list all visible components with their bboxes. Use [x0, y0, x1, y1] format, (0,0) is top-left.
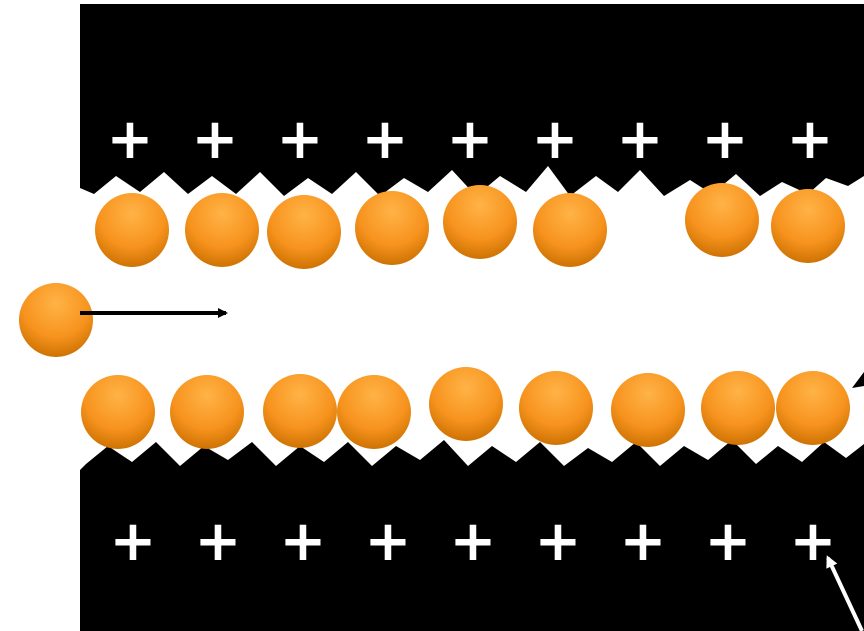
- bottom-plate-charge-6: +: [535, 509, 582, 574]
- top-particle-2: [185, 193, 259, 267]
- top-plate-charge-6: +: [532, 107, 579, 172]
- top-plate-charge-7: +: [617, 107, 664, 172]
- incoming-particle: [19, 283, 93, 357]
- bottom-particle-7: [611, 373, 685, 447]
- bottom-particle-8: [701, 371, 775, 445]
- bottom-plate-charge-2: +: [195, 509, 242, 574]
- bottom-plate-charge-8: +: [705, 509, 752, 574]
- bottom-plate-charge-7: +: [620, 509, 667, 574]
- bottom-plate-charges: +++++++++: [110, 509, 837, 574]
- top-plate-charge-1: +: [107, 107, 154, 172]
- top-particle-6: [533, 193, 607, 267]
- top-plate-charge-5: +: [447, 107, 494, 172]
- top-plate-charge-8: +: [702, 107, 749, 172]
- top-particle-5: [443, 185, 517, 259]
- top-particle-7: [685, 183, 759, 257]
- top-plate-charges: + + + + + + + + +: [107, 107, 834, 172]
- top-plate: + + + + + + + + +: [80, 4, 864, 196]
- bottom-particle-1: [81, 375, 155, 449]
- bottom-particle-9: [776, 371, 850, 445]
- top-plate-charge-9: +: [787, 107, 834, 172]
- pointer-arrow: [826, 555, 864, 631]
- bottom-plate-body: [80, 476, 864, 631]
- top-plate-charge-3: +: [277, 107, 324, 172]
- bottom-plate-charge-1: +: [110, 509, 157, 574]
- top-plate-charge-4: +: [362, 107, 409, 172]
- bottom-plate-charge-5: +: [450, 509, 497, 574]
- bottom-particle-4: [337, 375, 411, 449]
- bottom-plate-rough-edge: [80, 440, 864, 478]
- bottom-particle-6: [519, 371, 593, 445]
- bottom-particle-2: [170, 375, 244, 449]
- top-particle-4: [355, 191, 429, 265]
- bottom-plate-charge-3: +: [280, 509, 327, 574]
- bottom-particle-5: [429, 367, 503, 441]
- bottom-particle-layer: [81, 367, 850, 449]
- incoming-particle-group: [19, 283, 228, 357]
- top-plate-rough-edge: [80, 150, 864, 196]
- bottom-particle-3: [263, 374, 337, 448]
- top-particle-8: [771, 189, 845, 263]
- top-plate-body: [80, 4, 864, 156]
- bottom-plate: +++++++++: [80, 440, 864, 631]
- top-particle-layer: [95, 183, 845, 269]
- top-particle-1: [95, 193, 169, 267]
- bottom-plate-charge-4: +: [365, 509, 412, 574]
- top-particle-3: [267, 195, 341, 269]
- top-plate-charge-2: +: [192, 107, 239, 172]
- edge-arrow-tip: [852, 372, 864, 388]
